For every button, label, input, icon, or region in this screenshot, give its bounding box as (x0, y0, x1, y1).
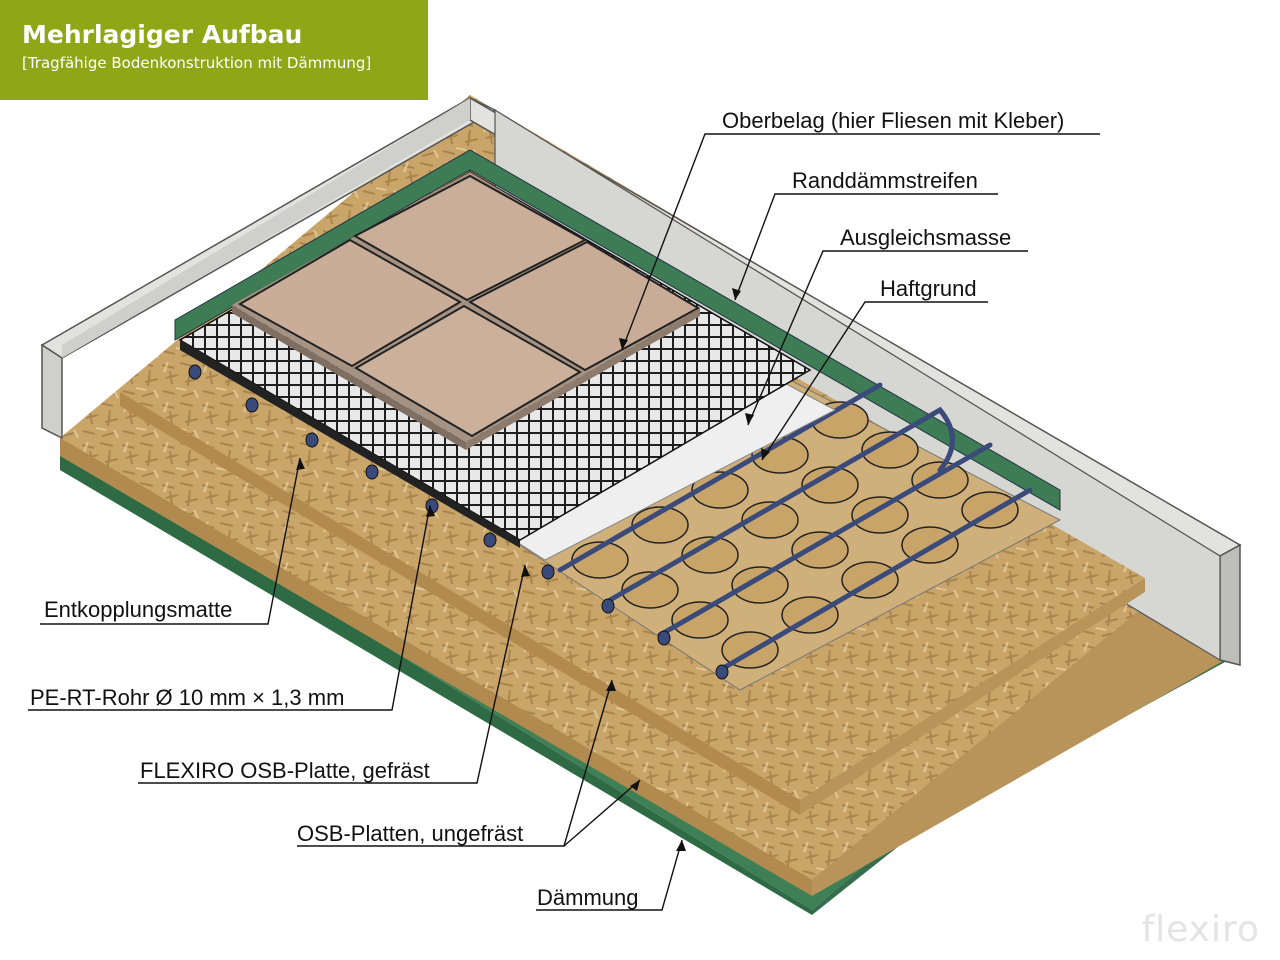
label-ausgleichsmasse: Ausgleichsmasse (840, 225, 1012, 250)
oberbelag-tiles (232, 172, 701, 450)
label-osb-ungefraest: OSB-Platten, ungefräst (297, 821, 524, 846)
label-pe-rt-rohr: PE-RT-Rohr Ø 10 mm × 1,3 mm (30, 685, 345, 710)
leader-randdaemmstreifen (734, 193, 998, 301)
page-subtitle: [Tragfähige Bodenkonstruktion mit Dämmun… (22, 54, 372, 72)
label-haftgrund: Haftgrund (880, 276, 977, 301)
leader-daemmung (536, 839, 683, 911)
label-daemmung: Dämmung (537, 885, 639, 910)
label-entkopplungsmatte: Entkopplungsmatte (44, 597, 233, 622)
leader-entkopplungsmatte (40, 457, 301, 625)
label-randdaemmstreifen: Randdämmstreifen (792, 168, 978, 193)
leader-oberbelag (621, 133, 1100, 351)
randdaemmstreifen-strip (174, 149, 1061, 511)
leader-haftgrund (761, 301, 988, 461)
leader-arrows (296, 288, 770, 851)
label-oberbelag: Oberbelag (hier Fliesen mit Kleber) (722, 108, 1065, 133)
label-flexiro-osb: FLEXIRO OSB-Platte, gefräst (140, 758, 430, 783)
leader-pe-rt-rohr (28, 504, 431, 711)
leader-osb-2 (563, 779, 641, 847)
leader-ausgleichsmasse (747, 250, 1028, 426)
page-title: Mehrlagiger Aufbau (22, 20, 303, 49)
flexiro-logo: flexiro (1141, 909, 1260, 950)
leader-flexiro (138, 564, 526, 784)
leader-lines (28, 133, 1100, 911)
milled-zone (519, 379, 1062, 691)
pipe-ends (188, 364, 729, 680)
title-box: Mehrlagiger Aufbau [Tragfähige Bodenkons… (0, 0, 428, 100)
